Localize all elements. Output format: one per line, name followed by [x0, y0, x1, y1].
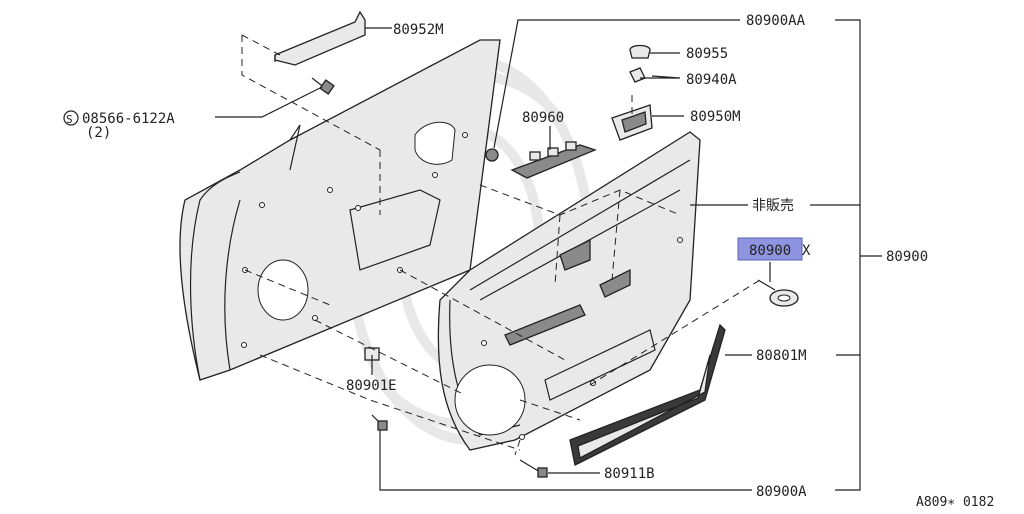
label-80955: 80955 — [686, 46, 728, 62]
clip-80940A — [629, 67, 646, 83]
label-80801M: 80801M — [756, 348, 807, 364]
label-screw-qty: (2) — [86, 125, 111, 141]
label-80900: 80900 — [886, 249, 928, 265]
leader-lines — [215, 19, 882, 491]
label-80960: 80960 — [522, 110, 564, 126]
label-80900AA: 80900AA — [746, 13, 806, 29]
label-80952M: 80952M — [393, 22, 444, 38]
bracket-80952M — [274, 10, 366, 66]
label-80900A: 80900A — [756, 484, 807, 500]
label-80950M: 80950M — [690, 109, 741, 125]
door-trim-panel — [437, 131, 701, 451]
cap-80955 — [629, 44, 651, 59]
door-inner-panel — [179, 39, 501, 381]
label-80900-highlighted: 80900 — [749, 243, 791, 259]
label-not-for-sale: 非販売 — [752, 198, 794, 214]
clip-80900AA — [485, 148, 499, 162]
label-80900-suffix: X — [802, 243, 811, 259]
clip-80911B — [519, 459, 548, 478]
clip-80900A — [371, 414, 388, 431]
label-80911B: 80911B — [604, 466, 655, 482]
label-80940A: 80940A — [686, 72, 737, 88]
highlighted-part-box — [737, 237, 803, 261]
screw-08566 — [311, 77, 335, 95]
pocket-80801M — [569, 323, 726, 466]
diagram-id: A809∗ 0182 — [916, 495, 994, 510]
svg-text:S: S — [66, 113, 73, 126]
switch-panel-80960 — [510, 141, 597, 179]
pull-handle-80950M — [611, 104, 653, 141]
clip-80900X — [757, 279, 799, 307]
screw-symbol: S — [63, 110, 79, 126]
label-80901E: 80901E — [346, 378, 397, 394]
label-08566-6122A: 08566-6122A — [82, 111, 175, 127]
